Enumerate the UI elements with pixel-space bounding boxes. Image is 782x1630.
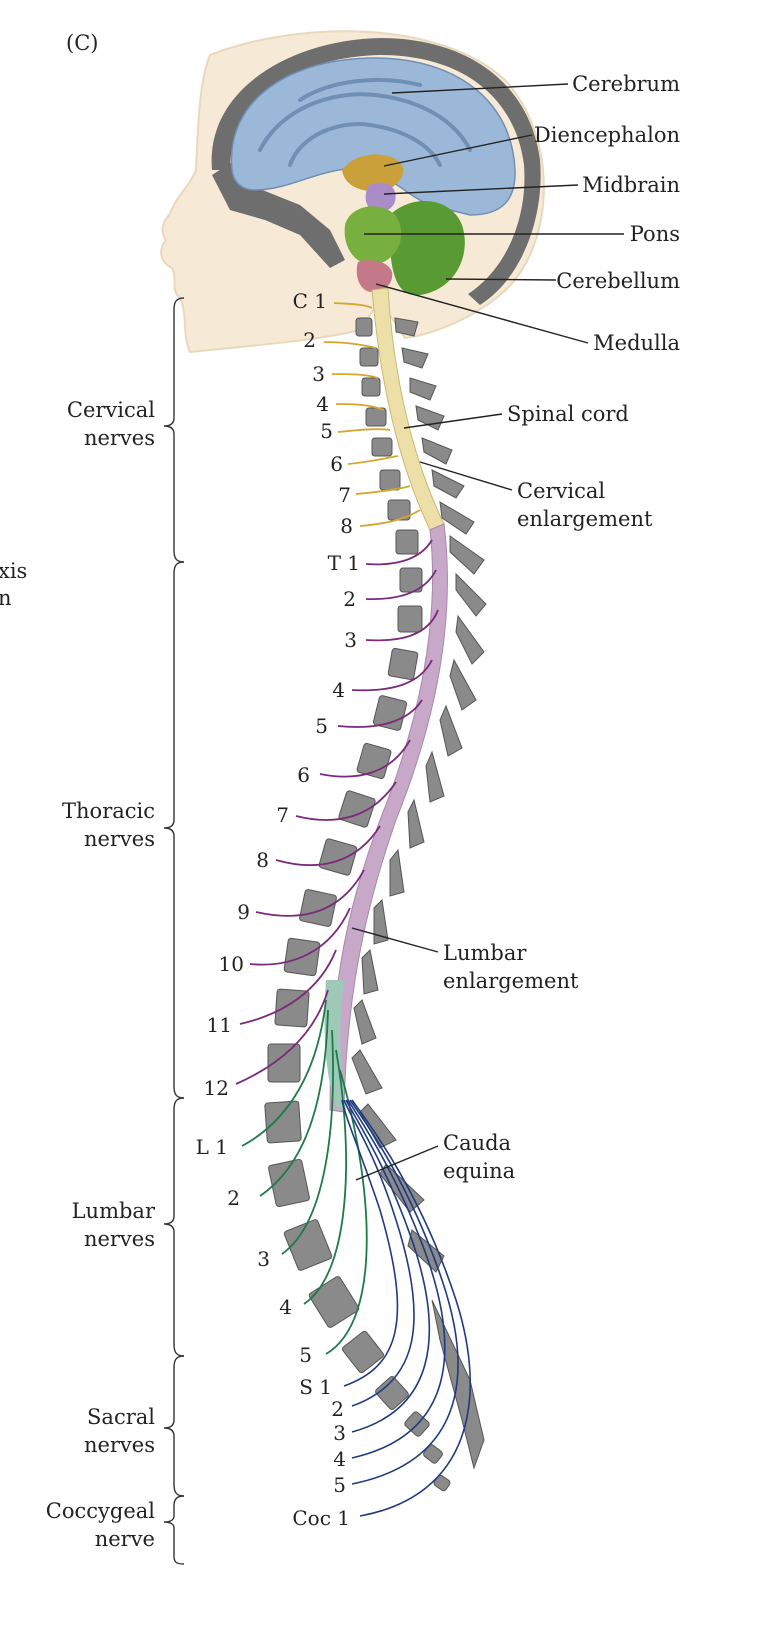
nerve-label-s4: 4	[333, 1447, 346, 1471]
thoracic-group-label-line1: Thoracic	[62, 799, 155, 823]
cauda-equina-leader	[355, 1145, 439, 1181]
pons-label: Pons	[630, 222, 680, 246]
thoracic-group-label-line2: nerves	[84, 827, 155, 851]
cervical-enlargement-leader	[419, 461, 513, 491]
nerve-label-t4: 4	[332, 678, 345, 702]
cerebellum-label: Cerebellum	[556, 269, 680, 293]
nerve-label-c1: C 1	[293, 289, 327, 313]
nerve-label-l2: 2	[227, 1186, 240, 1210]
nerve-label-t3: 3	[344, 628, 357, 652]
cauda-equina-label-line1: Cauda	[443, 1131, 511, 1155]
midbrain-label: Midbrain	[582, 173, 680, 197]
nerve-label-c8: 8	[340, 514, 353, 538]
edge-fragment-line2: n	[0, 586, 12, 610]
nerve-label-t6: 6	[297, 763, 310, 787]
sacral-brace	[163, 1355, 185, 1497]
spinal-cord-leader	[403, 413, 503, 429]
diencephalon-leader	[383, 134, 533, 167]
pons	[344, 206, 402, 265]
nerve-label-s3: 3	[333, 1421, 346, 1445]
cerebrum-leader	[391, 83, 569, 94]
nerve-label-l4: 4	[279, 1295, 292, 1319]
sacral-nerve-lines	[341, 1099, 471, 1517]
skull	[211, 38, 541, 305]
lumbar-brace	[163, 1097, 185, 1357]
cauda-equina-label-line2: equina	[443, 1159, 515, 1183]
medulla	[356, 260, 393, 292]
panel-label: (C)	[66, 31, 98, 55]
nerve-label-t7: 7	[276, 803, 289, 827]
nerve-label-t8: 8	[256, 848, 269, 872]
cerebrum-label: Cerebrum	[572, 72, 680, 96]
lumbar-enlargement-label-line2: enlargement	[443, 969, 579, 993]
cerebrum-gyri	[258, 78, 472, 167]
nerve-label-c2: 2	[303, 328, 316, 352]
nerve-label-l5: 5	[299, 1343, 312, 1367]
coccygeal-brace	[163, 1495, 185, 1565]
nerve-label-t11: 11	[207, 1013, 232, 1037]
spinal-cord-label: Spinal cord	[507, 402, 629, 426]
edge-fragment-line1: xis	[0, 559, 27, 583]
diencephalon-label: Diencephalon	[534, 123, 680, 147]
sacral-group-label-line2: nerves	[84, 1433, 155, 1457]
coccygeal-group-label-line2: nerve	[95, 1527, 155, 1551]
cervical-brace	[163, 297, 185, 563]
nerve-label-l3: 3	[257, 1247, 270, 1271]
nerve-label-t12: 12	[204, 1076, 229, 1100]
diencephalon	[342, 154, 404, 192]
medulla-label: Medulla	[593, 331, 680, 355]
cervical-enlargement-label-line2: enlargement	[517, 507, 653, 531]
nerve-label-t5: 5	[315, 714, 328, 738]
lumbar-enlargement-leader	[351, 927, 439, 953]
cervical-group-label-line2: nerves	[84, 426, 155, 450]
nerve-label-t9: 9	[237, 900, 250, 924]
medulla-leader	[375, 283, 589, 344]
thoracic-nerve-lines	[235, 539, 439, 1085]
cerebellum	[389, 201, 465, 296]
midbrain	[365, 182, 396, 212]
cervical-group-label-line1: Cervical	[67, 398, 155, 422]
midbrain-leader	[383, 184, 579, 195]
nerve-label-s2: 2	[331, 1397, 344, 1421]
nerve-label-l1: L 1	[196, 1135, 228, 1159]
cerebellum-leader	[445, 278, 557, 281]
sacral-group-label-line1: Sacral	[87, 1405, 155, 1429]
nerve-label-c7: 7	[338, 483, 351, 507]
lumbar-group-label-line1: Lumbar	[72, 1199, 156, 1223]
nerve-label-c5: 5	[320, 419, 333, 443]
nerve-label-c4: 4	[316, 392, 329, 416]
lumbar-nerve-lines	[241, 999, 368, 1355]
cervical-nerve-lines	[323, 302, 421, 527]
nerve-label-s5: 5	[333, 1473, 346, 1497]
nerve-label-s1: S 1	[299, 1375, 332, 1399]
nerve-label-coc1: Coc 1	[292, 1506, 350, 1530]
nerve-label-c6: 6	[330, 452, 343, 476]
lumbar-enlargement-label-line1: Lumbar	[443, 941, 527, 965]
nerve-label-t1: T 1	[328, 551, 360, 575]
group-braces	[163, 297, 185, 1565]
nerve-label-t10: 10	[219, 952, 244, 976]
thoracic-brace	[163, 561, 185, 1099]
cervical-enlargement-label-line1: Cervical	[517, 479, 605, 503]
nerve-label-t2: 2	[343, 587, 356, 611]
nerve-label-c3: 3	[312, 362, 325, 386]
lumbar-group-label-line2: nerves	[84, 1227, 155, 1251]
coccygeal-group-label-line1: Coccygeal	[46, 1499, 155, 1523]
